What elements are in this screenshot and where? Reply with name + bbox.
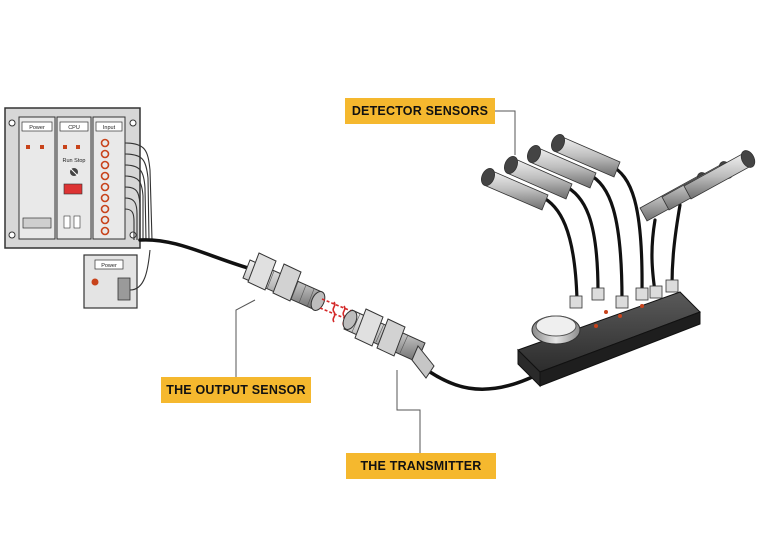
power-module: Power bbox=[18, 116, 56, 240]
svg-text:Input: Input bbox=[103, 125, 116, 131]
label-leaders bbox=[235, 110, 516, 466]
detector-sensors-label: DETECTOR SENSORS bbox=[345, 98, 495, 124]
detector-sensors bbox=[481, 134, 756, 309]
plc-controller: Power CPU Run Stop Input bbox=[4, 107, 153, 249]
svg-text:CPU: CPU bbox=[68, 125, 80, 131]
svg-text:Run Stop: Run Stop bbox=[63, 158, 86, 164]
junction-box bbox=[517, 291, 701, 388]
transmitter-sensor bbox=[342, 308, 435, 379]
power-supply-box: Power bbox=[83, 249, 151, 309]
output-sensor-label: THE OUTPUT SENSOR bbox=[161, 377, 311, 403]
svg-text:Power: Power bbox=[29, 125, 45, 131]
output-sensor bbox=[242, 252, 326, 311]
transmitter-label: THE TRANSMITTER bbox=[346, 453, 496, 479]
svg-text:Power: Power bbox=[101, 263, 117, 269]
input-module: Input bbox=[92, 116, 126, 240]
cpu-module: CPU Run Stop bbox=[56, 116, 92, 240]
